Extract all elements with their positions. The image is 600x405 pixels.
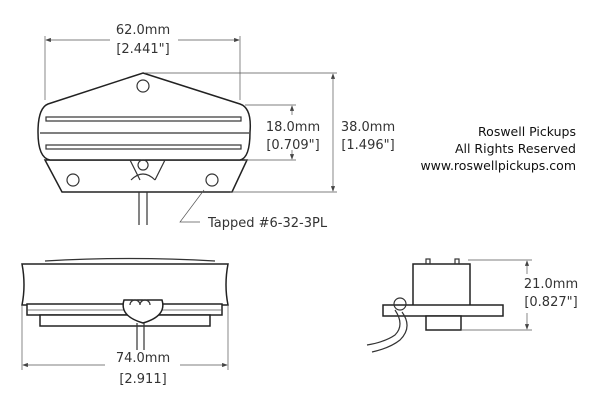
mounting-hole-right [205,173,219,187]
overall-height-in: [1.496"] [341,138,394,153]
dimension-slot-height: 18.0mm [0.709"] [245,104,320,161]
mounting-hole-top [136,79,150,93]
front-width-in: [2.911] [119,372,166,387]
overall-height-mm: 38.0mm [341,120,395,135]
slot-height-in: [0.709"] [266,138,319,153]
dimension-overall-height: 38.0mm [1.496"] [145,72,395,193]
dimension-top-width: 62.0mm [2.441"] [44,23,241,100]
tapped-label: Tapped #6-32-3PL [207,216,328,231]
top-view-pickup [37,72,252,225]
company-name: Roswell Pickups [478,124,576,139]
credits: Roswell Pickups All Rights Reserved www.… [420,124,576,173]
tapped-hole-annotation: Tapped #6-32-3PL [179,189,328,231]
pole-slot-bottom [45,144,242,150]
dimension-side-height: 21.0mm [0.827"] [462,259,578,331]
dimension-front-width: 74.0mm [2.911] [21,306,229,387]
front-view-pickup [21,257,229,350]
mounting-hole-left [66,173,80,187]
slot-height-mm: 18.0mm [266,120,320,135]
front-width-mm: 74.0mm [116,351,170,366]
rights-text: All Rights Reserved [455,141,576,156]
website-text: www.roswellpickups.com [420,158,576,173]
top-width-in: [2.441"] [116,42,169,57]
pole-slot-top [45,116,242,122]
side-height-in: [0.827"] [524,295,577,310]
side-view-pickup [366,258,504,353]
top-width-mm: 62.0mm [116,23,170,38]
side-height-mm: 21.0mm [524,277,578,292]
